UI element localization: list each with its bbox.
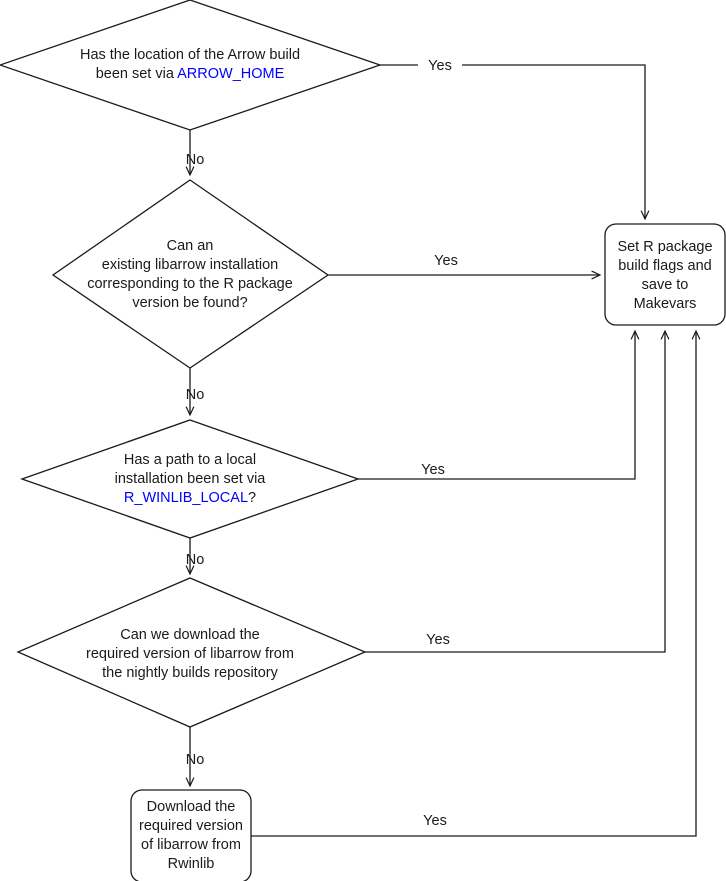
edge-label-d1-yes: Yes — [428, 58, 452, 74]
edge-d2-yes: Yes — [328, 253, 602, 280]
edge-p2-yes: Yes — [251, 329, 701, 837]
edge-label-d4-yes: Yes — [426, 632, 450, 648]
node-p1-process-set-build-flags[interactable]: Set R package build flags and save to Ma… — [604, 223, 726, 326]
edge-d1-yes-seg-right — [462, 64, 650, 221]
node-d2-decision-existing-install[interactable]: Can an existing libarrow installation co… — [51, 179, 330, 369]
node-p2-line-1: Download the — [147, 799, 236, 815]
node-d2-shape — [51, 179, 330, 369]
edge-d4-no: No — [185, 727, 205, 788]
edge-label-d3-yes: Yes — [421, 462, 445, 478]
edge-label-d2-no: No — [186, 387, 205, 403]
edge-label-d2-yes: Yes — [434, 253, 458, 269]
node-p2-line-2: required version — [139, 818, 243, 834]
node-d3-decision-r-winlib-local[interactable]: Has a path to a local installation been … — [20, 419, 360, 539]
node-d4-line-2: required version of libarrow from — [86, 646, 294, 662]
node-d4-decision-nightly-builds[interactable]: Can we download the required version of … — [16, 577, 367, 728]
node-d1-line-1: Has the location of the Arrow build — [80, 47, 300, 63]
node-p1-line-3: save to — [642, 277, 689, 293]
edge-d2-no: No — [185, 368, 205, 417]
edge-d1-yes: Yes — [380, 58, 650, 221]
node-p1-shape — [604, 223, 726, 326]
edge-d3-no: No — [185, 538, 205, 576]
node-p2-process-download-rwinlib[interactable]: Download the required version of libarro… — [130, 789, 252, 881]
node-p1-line-1: Set R package — [617, 239, 712, 255]
node-d4-line-1: Can we download the — [120, 627, 259, 643]
node-d1-link-arrow-home[interactable]: ARROW_HOME — [177, 66, 284, 82]
edge-label-d3-no: No — [186, 552, 205, 568]
edge-d4-yes-line — [365, 329, 670, 653]
node-p2-line-4: Rwinlib — [168, 856, 215, 872]
edge-d1-no: No — [185, 130, 205, 177]
node-d3-link-r-winlib-local[interactable]: R_WINLIB_LOCAL — [124, 490, 248, 506]
node-d2-line-4: version be found? — [132, 295, 247, 311]
node-p1-line-4: Makevars — [634, 296, 697, 312]
node-d1-line-2: been set via ARROW_HOME — [96, 66, 285, 82]
node-d4-line-3: the nightly builds repository — [102, 665, 278, 681]
node-p2-shape — [130, 789, 252, 881]
node-d2-line-3: corresponding to the R package — [87, 276, 293, 292]
edge-label-p2-yes: Yes — [423, 813, 447, 829]
edge-d3-yes: Yes — [358, 329, 640, 480]
node-d2-line-1: Can an — [167, 238, 214, 254]
node-p2-line-3: of libarrow from — [141, 837, 241, 853]
node-d3-line-2: installation been set via — [115, 471, 267, 487]
edge-d3-yes-line — [358, 329, 640, 480]
edge-d4-yes: Yes — [365, 329, 670, 653]
node-p1-line-2: build flags and — [618, 258, 712, 274]
node-d3-shape — [20, 419, 360, 539]
node-d3-line-3: R_WINLIB_LOCAL? — [124, 490, 256, 506]
node-d1-decision-arrow-home[interactable]: Has the location of the Arrow build been… — [0, 0, 383, 131]
edge-p2-yes-line — [251, 329, 701, 837]
edge-label-d4-no: No — [186, 752, 205, 768]
node-d4-shape — [16, 577, 367, 728]
node-d2-line-2: existing libarrow installation — [102, 257, 279, 273]
node-d3-line-1: Has a path to a local — [124, 452, 256, 468]
edge-label-d1-no: No — [186, 152, 205, 168]
node-d1-shape — [0, 0, 383, 131]
